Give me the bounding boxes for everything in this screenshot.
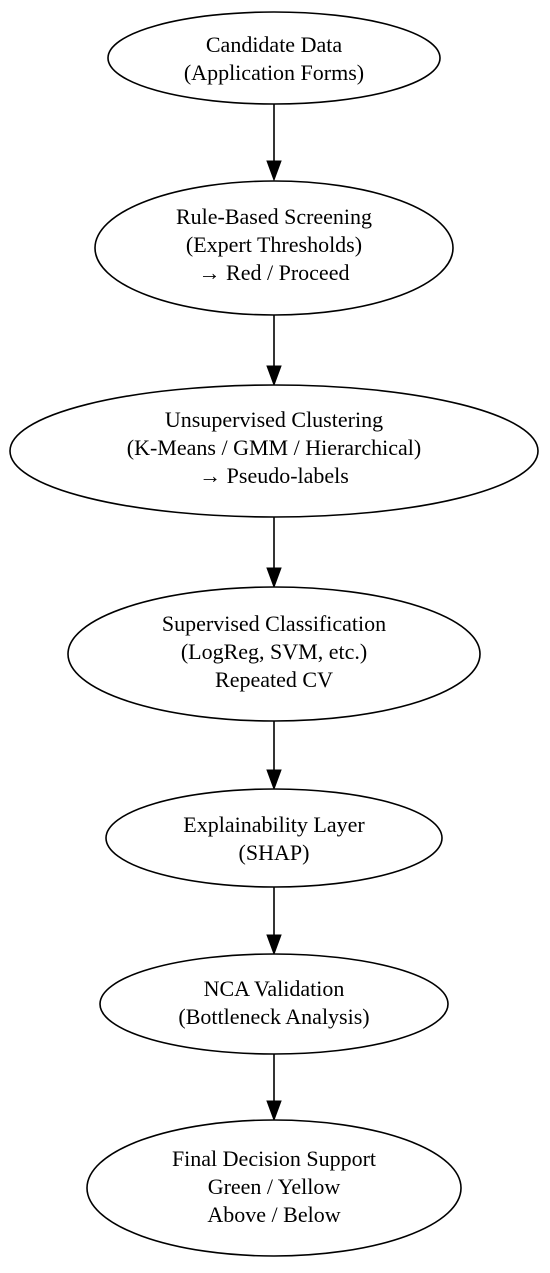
edge-candidate-to-screening (266, 104, 282, 182)
node-label-line: Unsupervised Clustering (165, 407, 383, 432)
node-label-line: (SHAP) (239, 840, 310, 865)
node-label-line: Green / Yellow (208, 1174, 341, 1199)
node-label-line: Repeated CV (215, 667, 333, 692)
node-label-line: Candidate Data (206, 32, 342, 57)
edge-clustering-to-classification (266, 517, 282, 589)
node-rule-based-screening: Rule-Based Screening (Expert Thresholds)… (94, 180, 454, 316)
node-explainability-layer: Explainability Layer (SHAP) (105, 788, 443, 888)
node-label-line: (Bottleneck Analysis) (178, 1004, 369, 1029)
node-label-line: (LogReg, SVM, etc.) (181, 639, 367, 664)
node-final-decision-support: Final Decision Support Green / Yellow Ab… (86, 1119, 462, 1257)
edge-classification-to-explainability (266, 721, 282, 791)
node-label-line: → Pseudo-labels (199, 463, 349, 488)
node-candidate-data: Candidate Data (Application Forms) (107, 11, 441, 105)
node-supervised-classification: Supervised Classification (LogReg, SVM, … (67, 586, 481, 722)
node-label-line: (Application Forms) (184, 60, 364, 85)
edges (266, 104, 282, 1122)
node-label-line: Explainability Layer (183, 812, 365, 837)
node-label-line: → Red / Proceed (199, 260, 350, 285)
node-label-line: Supervised Classification (162, 611, 386, 636)
node-unsupervised-clustering: Unsupervised Clustering (K-Means / GMM /… (9, 384, 539, 518)
node-label-line: Above / Below (207, 1202, 340, 1227)
node-label-line: Rule-Based Screening (176, 204, 372, 229)
node-label-line: Final Decision Support (172, 1146, 376, 1171)
node-label-line: NCA Validation (204, 976, 345, 1001)
edge-nca-to-final (266, 1054, 282, 1122)
node-label-line: (Expert Thresholds) (186, 232, 362, 257)
node-nca-validation: NCA Validation (Bottleneck Analysis) (99, 953, 449, 1055)
edge-explainability-to-nca (266, 887, 282, 956)
edge-screening-to-clustering (266, 315, 282, 387)
node-label-line: (K-Means / GMM / Hierarchical) (127, 435, 421, 460)
